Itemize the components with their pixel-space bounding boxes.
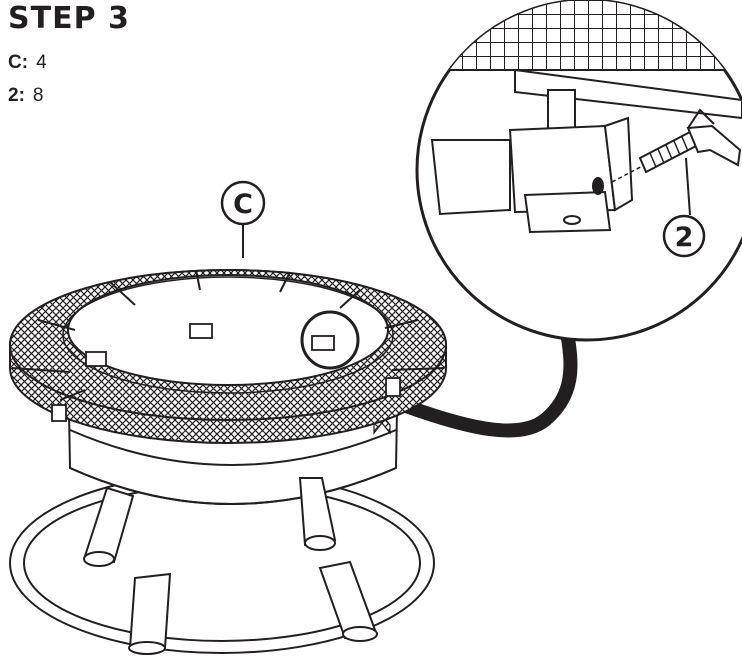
legs <box>83 477 378 655</box>
part-key-c: C: <box>8 52 29 73</box>
callout-c-label: C <box>233 189 253 220</box>
part-qty-c: 4 <box>36 52 47 73</box>
callout-c: C <box>220 180 266 258</box>
highlight-circle <box>300 310 360 370</box>
rim-ring <box>9 269 447 444</box>
callout-2-label: 2 <box>675 222 694 253</box>
part-row-c: C: 4 <box>8 46 47 79</box>
part-row-2: 2: 8 <box>8 79 47 112</box>
detail-connector <box>388 331 578 438</box>
step-title: STEP 3 <box>8 1 130 36</box>
detail-view: 2 <box>415 0 742 342</box>
part-qty-2: 8 <box>32 85 44 106</box>
part-key-2: 2: <box>8 85 25 106</box>
callout-2 <box>662 214 706 258</box>
parts-list: C: 4 2: 8 <box>8 46 47 112</box>
